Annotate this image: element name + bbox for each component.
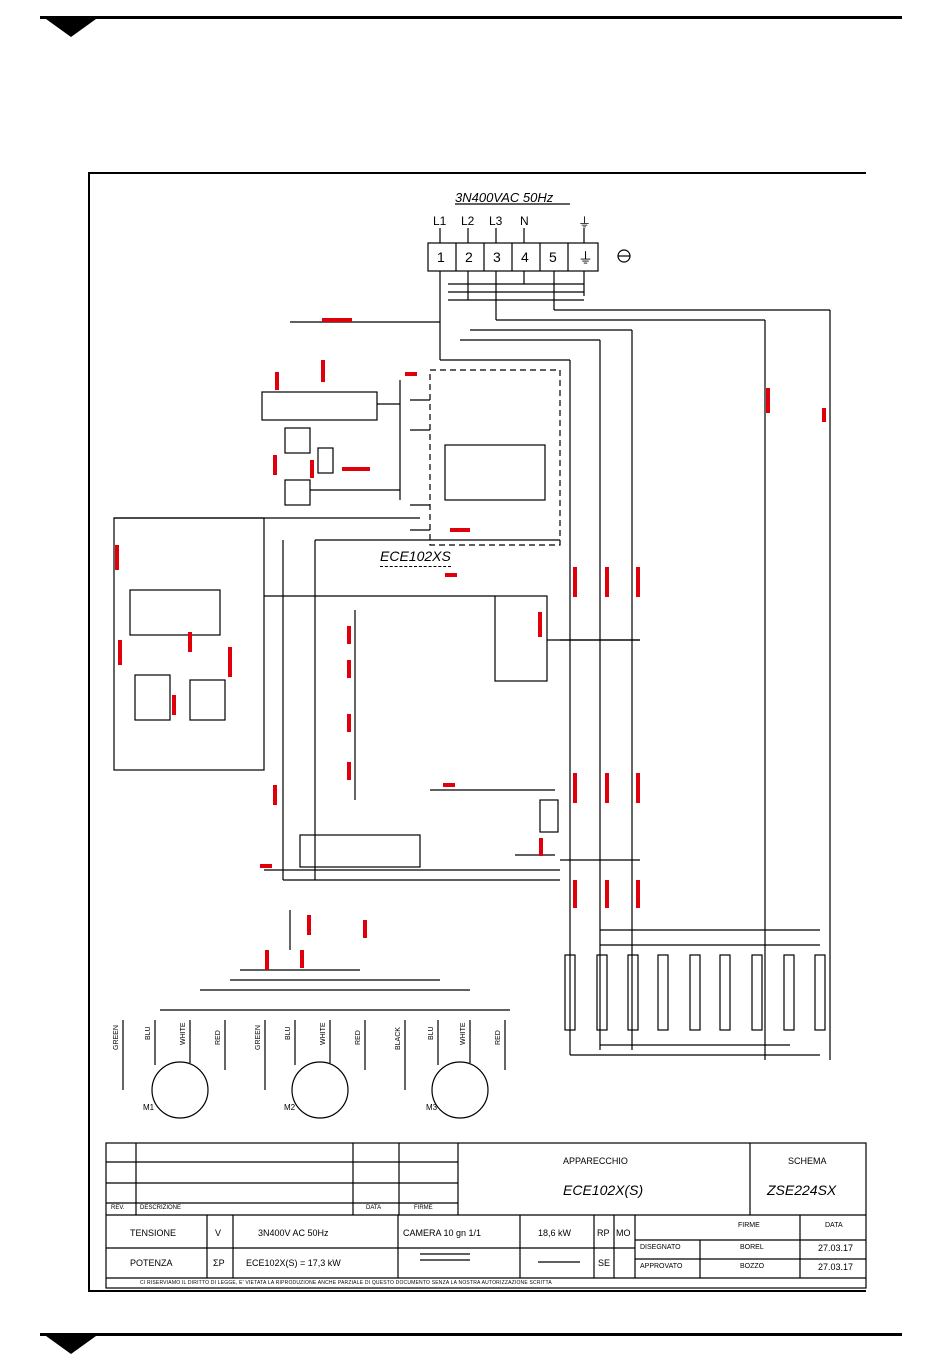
voltage-label: TENSIONE (130, 1228, 177, 1238)
approved-sign: BOZZO (740, 1263, 765, 1270)
approved-label: APPROVATO (640, 1263, 683, 1270)
footer-rule (40, 1333, 902, 1336)
footer-arrow-icon (46, 1336, 96, 1354)
terminal-earth: ⏚ (578, 250, 594, 267)
motor-m3-label: M3 (426, 1103, 438, 1112)
phase-label-l2: L2 (461, 214, 475, 228)
phase-label-l3: L3 (489, 214, 503, 228)
terminal-4: 4 (521, 249, 529, 265)
phase-label-l1: L1 (433, 214, 447, 228)
voltage-value: 3N400V AC 50Hz (258, 1228, 329, 1238)
terminal-2: 2 (465, 249, 473, 265)
module-label: ECE102XS (380, 548, 451, 567)
terminal-3: 3 (493, 249, 501, 265)
drawn-date: 27.03.17 (818, 1243, 854, 1253)
ground-icon (617, 249, 631, 263)
motor-m2-label: M2 (284, 1103, 296, 1112)
device-value: ECE102X(S) (563, 1182, 644, 1198)
rev-header: REV. (111, 1205, 125, 1211)
data-column: DATA (825, 1222, 843, 1229)
scheme-label: SCHEMA (788, 1156, 827, 1166)
device-label: APPARECCHIO (563, 1156, 628, 1166)
terminal-1: 1 (437, 249, 445, 265)
se-label: SE (598, 1258, 611, 1268)
drawing-sheet (88, 172, 866, 1292)
description-header: DESCRIZIONE (140, 1205, 182, 1211)
power-value: ECE102X(S) = 17,3 kW (246, 1258, 341, 1268)
phase-label-earth: ⏚ (578, 215, 592, 230)
terminal-5: 5 (549, 249, 557, 265)
header-arrow-icon (46, 19, 96, 37)
chamber-value: CAMERA 10 gn 1/1 (403, 1228, 482, 1238)
power-unit: ΣP (213, 1258, 225, 1268)
rp-label: RP (597, 1228, 610, 1238)
date-header: DATA (366, 1205, 382, 1211)
mo-label: MO (616, 1228, 631, 1238)
motor-m1-label: M1 (143, 1103, 155, 1112)
approved-date: 27.03.17 (818, 1262, 854, 1272)
header-rule (40, 16, 902, 19)
power-label: POTENZA (130, 1258, 173, 1268)
scheme-value: ZSE224SX (767, 1182, 837, 1198)
voltage-unit: V (215, 1228, 222, 1238)
phase-label-n: N (520, 214, 529, 228)
sign-header: FIRME (414, 1205, 433, 1211)
firme-column: FIRME (738, 1222, 760, 1229)
drawn-label: DISEGNATO (640, 1244, 681, 1251)
drawn-sign: BOREL (740, 1244, 764, 1251)
kw-value: 18,6 kW (538, 1228, 572, 1238)
supply-title: 3N400VAC 50Hz (455, 190, 554, 205)
footer-notice: CI RISERVIAMO IL DIRITTO DI LEGGE, E' VI… (140, 1280, 552, 1286)
